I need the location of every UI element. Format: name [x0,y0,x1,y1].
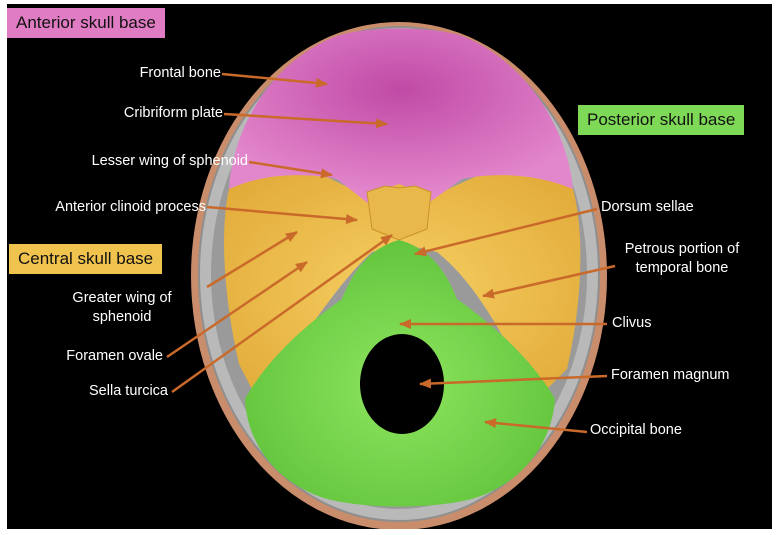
skull-base-figure: Anterior skull base Posterior skull base… [7,4,772,529]
central-skull-base-label: Central skull base [9,244,162,274]
cribriform-plate-label: Cribriform plate [124,104,223,123]
petrous-label-line1: Petrous portion of [607,240,757,259]
greater-wing-label-line2: sphenoid [42,308,202,327]
clivus-label: Clivus [612,314,651,333]
lesser-wing-label: Lesser wing of sphenoid [92,152,248,171]
occipital-bone-label: Occipital bone [590,421,682,440]
foramen-magnum-label: Foramen magnum [611,366,729,385]
dorsum-sellae-label: Dorsum sellae [601,198,694,217]
frontal-bone-label: Frontal bone [140,64,221,83]
sella-turcica-label: Sella turcica [89,382,168,401]
posterior-skull-base-label: Posterior skull base [578,105,744,135]
petrous-label-line2: temporal bone [607,259,757,278]
petrous-label: Petrous portion of temporal bone [607,240,757,278]
greater-wing-label: Greater wing of sphenoid [42,289,202,327]
foramen-ovale-label: Foramen ovale [66,347,163,366]
greater-wing-label-line1: Greater wing of [42,289,202,308]
anterior-clinoid-label: Anterior clinoid process [55,198,206,217]
anterior-skull-base-label: Anterior skull base [7,8,165,38]
